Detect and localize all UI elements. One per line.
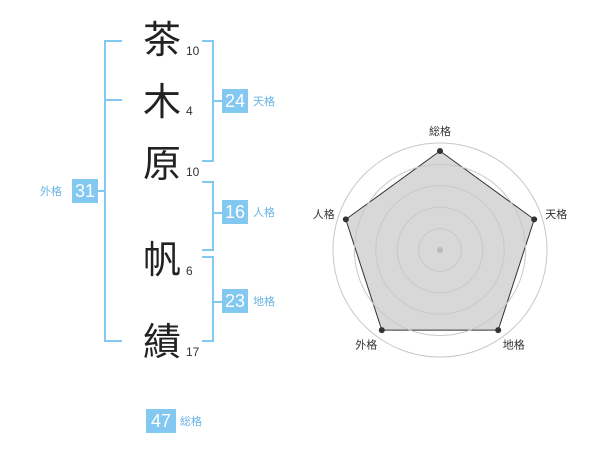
radar-center-dot: [437, 247, 443, 253]
radar-ring-4: [353, 163, 527, 337]
jinkaku-bracket: [202, 181, 214, 251]
gaikaku-value: 31: [72, 179, 98, 203]
radar-point-1: [437, 148, 443, 154]
radar-axis-label-3: 地格: [503, 338, 525, 352]
jinkaku-value: 16: [222, 200, 248, 224]
jinkaku-label: 人格: [253, 206, 275, 219]
soukaku-label: 総格: [180, 415, 202, 428]
radar-data-polygon: [345, 150, 535, 331]
radar-point-4: [378, 327, 385, 334]
radar-point-5: [342, 216, 349, 223]
stroke-count-2: 4: [186, 104, 193, 118]
radar-ring-3: [375, 185, 505, 315]
name-char-4: 帆: [142, 238, 181, 282]
radar-axis-label-1: 総格: [429, 124, 451, 138]
radar-outer-circle: [332, 142, 548, 358]
radar-point-3: [495, 327, 502, 334]
stroke-count-4: 6: [186, 264, 193, 278]
name-char-3: 原: [142, 142, 181, 186]
name-char-5: 績: [142, 320, 181, 364]
chikaku-label: 地格: [253, 295, 275, 308]
radar-axis-label-4: 外格: [355, 338, 377, 352]
tenkaku-label: 天格: [253, 95, 275, 108]
radar-point-2: [531, 216, 538, 223]
tenkaku-bracket: [202, 40, 214, 162]
stroke-count-5: 17: [186, 345, 200, 359]
stroke-count-1: 10: [186, 44, 200, 58]
jinkaku-connector: [214, 212, 222, 214]
name-char-2: 木: [142, 80, 181, 124]
tenkaku-value: 24: [222, 89, 248, 113]
chikaku-bracket: [202, 256, 214, 342]
radar-ring-1: [418, 228, 462, 272]
radar-axis-label-5: 人格: [313, 207, 335, 221]
stroke-count-3: 10: [186, 165, 200, 179]
radar-axis-label-2: 天格: [545, 207, 567, 221]
name-char-1: 茶: [142, 18, 181, 62]
chikaku-connector: [214, 301, 222, 303]
gaikaku-connector: [96, 190, 106, 192]
gaikaku-bracket-mid-tick: [104, 99, 122, 101]
gaikaku-label: 外格: [40, 185, 62, 198]
soukaku-value: 47: [146, 409, 176, 433]
chikaku-value: 23: [222, 289, 248, 313]
tenkaku-connector: [214, 100, 222, 102]
radar-ring-2: [396, 206, 484, 294]
